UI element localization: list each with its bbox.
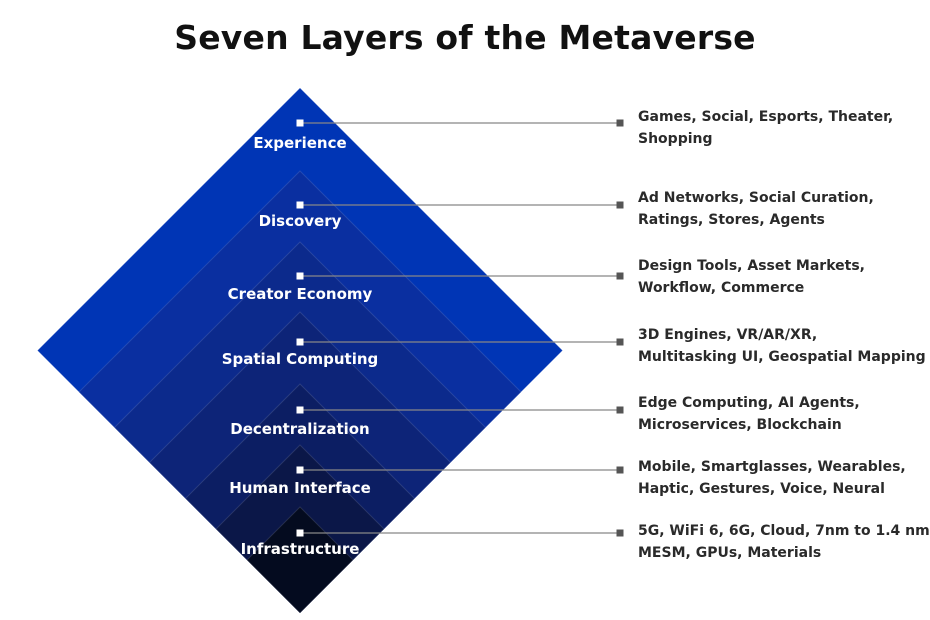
description-line: Workflow, Commerce bbox=[638, 280, 805, 296]
connector-lines bbox=[296, 119, 624, 537]
description-line: Microservices, Blockchain bbox=[638, 417, 842, 433]
description-line: Ad Networks, Social Curation, bbox=[638, 190, 874, 206]
layer-shapes bbox=[36, 87, 564, 614]
connector-end-dot bbox=[616, 119, 624, 127]
connector-start-dot bbox=[296, 338, 304, 346]
layer-label: Experience bbox=[253, 134, 346, 152]
connector-start-dot bbox=[296, 406, 304, 414]
layer-label: Spatial Computing bbox=[222, 350, 379, 368]
description-line: MESM, GPUs, Materials bbox=[638, 545, 822, 561]
description-line: Design Tools, Asset Markets, bbox=[638, 258, 865, 274]
description-line: Mobile, Smartglasses, Wearables, bbox=[638, 459, 906, 475]
layer-label: Infrastructure bbox=[241, 540, 360, 558]
description-line: Edge Computing, AI Agents, bbox=[638, 395, 860, 411]
connector-end-dot bbox=[616, 272, 624, 280]
description-line: 5G, WiFi 6, 6G, Cloud, 7nm to 1.4 nm, bbox=[638, 523, 930, 539]
layer-label: Creator Economy bbox=[228, 285, 373, 303]
connector-end-dot bbox=[616, 338, 624, 346]
layer-description: Games, Social, Esports, Theater, Shopping bbox=[638, 106, 893, 150]
description-line: Haptic, Gestures, Voice, Neural bbox=[638, 481, 885, 497]
layer-description: 5G, WiFi 6, 6G, Cloud, 7nm to 1.4 nm, MES… bbox=[638, 520, 930, 564]
connector-start-dot bbox=[296, 466, 304, 474]
description-line: Ratings, Stores, Agents bbox=[638, 212, 825, 228]
description-line: Multitasking UI, Geospatial Mapping bbox=[638, 349, 926, 365]
layer-description: Ad Networks, Social Curation, Ratings, St… bbox=[638, 187, 874, 231]
page-title: Seven Layers of the Metaverse bbox=[174, 18, 756, 57]
layer-description: Design Tools, Asset Markets, Workflow, Co… bbox=[638, 255, 865, 299]
connector-start-dot bbox=[296, 119, 304, 127]
connector-start-dot bbox=[296, 529, 304, 537]
layer-description: Edge Computing, AI Agents, Microservices,… bbox=[638, 392, 860, 436]
connector-end-dot bbox=[616, 201, 624, 209]
layer-label: Decentralization bbox=[230, 420, 370, 438]
description-line: Shopping bbox=[638, 131, 713, 147]
connector-start-dot bbox=[296, 272, 304, 280]
connector-end-dot bbox=[616, 529, 624, 537]
layer-description: Mobile, Smartglasses, Wearables, Haptic, … bbox=[638, 456, 906, 500]
description-line: 3D Engines, VR/AR/XR, bbox=[638, 327, 818, 343]
layer-label: Human Interface bbox=[229, 479, 371, 497]
connector-end-dot bbox=[616, 406, 624, 414]
layer-label: Discovery bbox=[259, 212, 342, 230]
description-line: Games, Social, Esports, Theater, bbox=[638, 109, 894, 125]
connector-start-dot bbox=[296, 201, 304, 209]
connector-end-dot bbox=[616, 466, 624, 474]
layer-description: 3D Engines, VR/AR/XR, Multitasking UI, Ge… bbox=[638, 324, 926, 368]
